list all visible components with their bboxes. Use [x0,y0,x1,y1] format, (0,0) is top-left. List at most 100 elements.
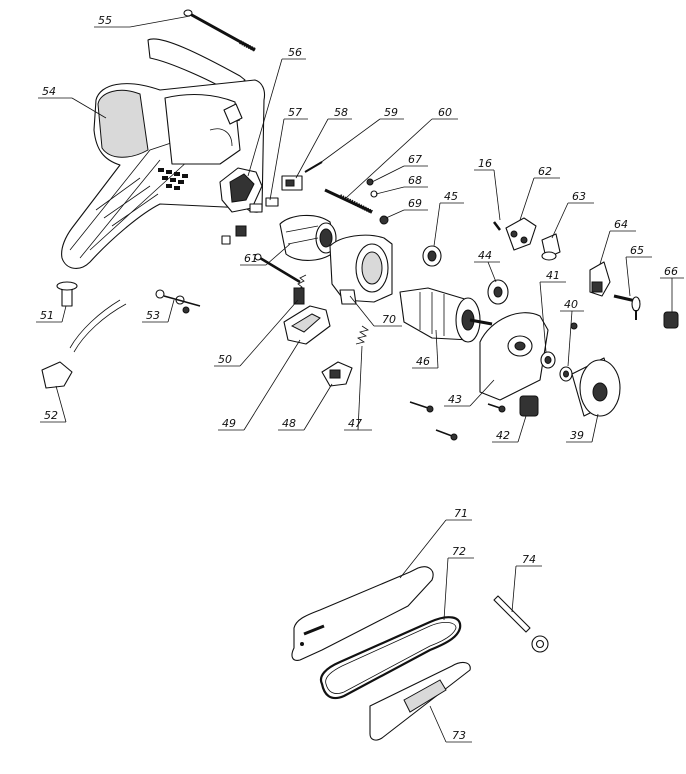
callout-label-55: 55 [98,14,112,27]
callout-label-40: 40 [564,298,578,311]
part-43-gear-plate [479,312,549,401]
part-51-pin [56,281,78,307]
part-39-drum [571,357,621,417]
callout-label-51: 51 [40,309,54,322]
part-58-connector [281,175,303,191]
callout-label-60: 60 [438,106,452,119]
callout-label-16: 16 [478,157,492,170]
part-64-bracket [589,261,611,297]
part-55-long-screw [183,9,256,52]
callout-62: 62 [519,165,560,221]
callout-label-56: 56 [288,46,302,59]
callout-52: 52 [40,385,67,423]
callout-label-71: 71 [454,507,468,520]
callout-71: 71 [399,507,472,579]
callout-label-44: 44 [478,249,492,262]
callout-label-46: 46 [416,355,430,368]
part-65-shaft [613,294,641,320]
callout-45: 45 [433,190,464,247]
callout-label-72: 72 [452,545,466,558]
part-45-bearing [422,245,442,267]
callout-48: 48 [278,383,333,431]
callout-65: 65 [625,244,652,297]
part-40-washer [559,322,578,382]
callout-label-69: 69 [408,197,422,210]
callout-label-53: 53 [146,309,160,322]
part-74-wrench [493,595,549,653]
callout-label-64: 64 [614,218,628,231]
callout-54: 54 [38,85,107,119]
callout-63: 63 [551,190,594,239]
callout-label-41: 41 [546,269,560,282]
part-54-housing [61,38,266,269]
callout-47: 47 [344,345,372,431]
callout-label-66: 66 [664,265,678,278]
part-61-stator [254,214,337,284]
callout-69: 69 [385,197,428,219]
callout-50: 50 [214,299,299,367]
callout-55: 55 [94,14,191,28]
callout-56: 56 [247,46,306,177]
callout-label-58: 58 [334,106,348,119]
callout-label-43: 43 [448,393,462,406]
part-63-sleeve [541,233,561,261]
part-44-bearing [487,279,509,305]
callout-label-61: 61 [244,252,258,265]
part-53-screws [155,289,201,314]
callout-43: 43 [444,379,495,407]
callout-label-67: 67 [408,153,422,166]
callout-64: 64 [599,218,636,265]
callout-label-59: 59 [384,106,398,119]
part-41-washer [540,351,556,369]
part-46-armature [399,287,493,343]
part-screws-set [409,401,506,441]
callout-label-50: 50 [218,353,232,366]
part-57-brushes [221,197,279,245]
callout-73: 73 [429,705,472,743]
callout-label-73: 73 [452,729,466,742]
callout-46: 46 [412,329,439,369]
callout-label-42: 42 [496,429,510,442]
callout-label-70: 70 [382,313,396,326]
callout-68: 68 [375,174,428,195]
callout-67: 67 [371,153,428,183]
callout-label-63: 63 [572,190,586,203]
callout-53: 53 [142,299,175,323]
callout-60: 60 [345,106,458,199]
part-47-spring [355,325,369,345]
part-52-power-cable [41,299,127,389]
callout-label-49: 49 [222,417,236,430]
callout-39: 39 [566,413,599,443]
callout-label-52: 52 [44,409,58,422]
callout-label-47: 47 [348,417,362,430]
callout-16: 16 [474,157,501,221]
callout-49: 49 [218,339,301,431]
callout-40: 40 [560,298,584,367]
callout-label-48: 48 [282,417,296,430]
callout-44: 44 [474,249,500,283]
part-49-bracket [283,305,331,345]
callout-58: 58 [295,106,352,179]
part-62-cam-assembly [493,217,537,251]
callout-41: 41 [539,269,566,353]
callout-label-74: 74 [522,553,536,566]
callout-74: 74 [511,553,542,613]
part-72-chain [319,616,462,700]
callout-label-57: 57 [288,106,302,119]
part-66-sprocket [663,311,679,329]
part-50-spring [293,274,307,305]
callout-61: 61 [240,243,291,266]
callout-42: 42 [492,415,527,443]
part-67-68-69-washers [366,178,389,225]
callout-59: 59 [315,106,404,167]
callout-51: 51 [36,305,67,323]
callout-label-65: 65 [630,244,644,257]
callout-66: 66 [660,265,684,312]
part-56-switch-cover [219,167,263,213]
callout-57: 57 [269,106,308,201]
part-48-switch [321,361,353,387]
part-42-pinion [519,395,539,417]
part-73-bar-cover [369,661,471,741]
callout-label-39: 39 [570,429,584,442]
